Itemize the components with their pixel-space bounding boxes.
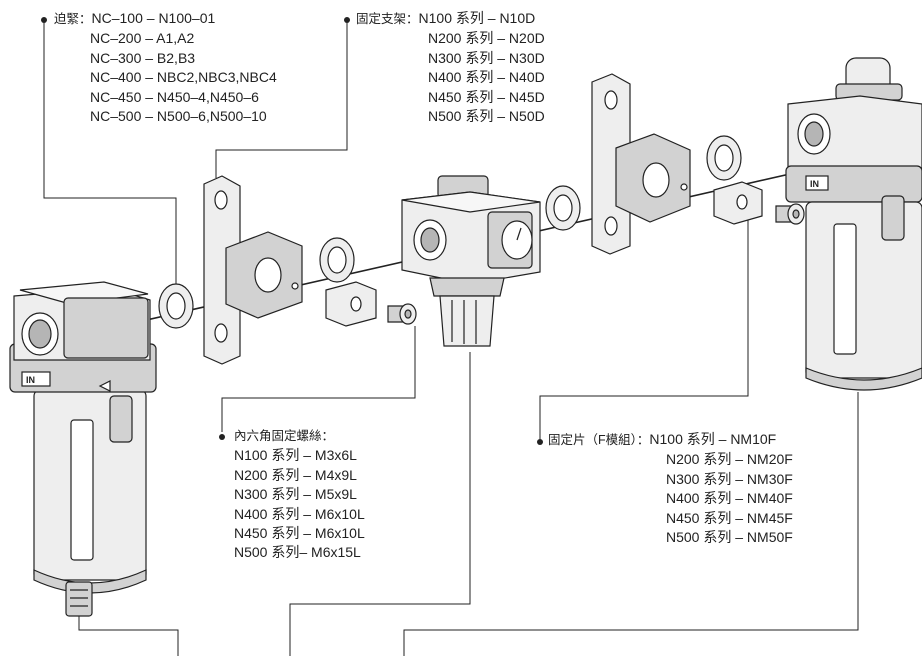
coupling-item-4: NC–450 – N450–4,N450–6 <box>90 88 259 105</box>
plate-item-3: N400 系列 – NM40F <box>666 490 793 507</box>
bracket-callout: 固定支架：N100 系列 – N10D N200 系列 – N20D N300 … <box>356 9 545 126</box>
coupling-item-3: NC–400 – NBC2,NBC3,NBC4 <box>90 69 277 86</box>
plate-item-5: N500 系列 – NM50F <box>666 529 793 546</box>
screw-item-1: N200 系列 – M4x9L <box>234 466 357 483</box>
inlet-label-right: IN <box>810 179 819 189</box>
plate-right <box>713 181 805 225</box>
coupling-item-0: NC–100 – N100–01 <box>91 10 216 26</box>
bracket-right <box>591 73 691 255</box>
plate-item-2: N300 系列 – NM30F <box>666 470 793 487</box>
bracket-item-4: N450 系列 – N45D <box>428 88 545 105</box>
coupling-item-1: NC–200 – A1,A2 <box>90 30 195 47</box>
inlet-label-left: IN <box>26 375 35 385</box>
plate-title: 固定片（F模組）： <box>548 433 650 447</box>
plate-item-4: N450 系列 – NM45F <box>666 509 793 526</box>
regulator-unit <box>401 175 541 347</box>
screw-callout: 內六角固定螺絲： N100 系列 – M3x6L N200 系列 – M4x9L… <box>234 427 365 563</box>
bracket-title: 固定支架： <box>356 12 419 26</box>
coupling-item-5: NC–500 – N500–6,N500–10 <box>90 108 267 125</box>
bracket-item-1: N200 系列 – N20D <box>428 30 545 47</box>
plate-item-0: N100 系列 – NM10F <box>649 431 777 447</box>
bracket-item-2: N300 系列 – N30D <box>428 49 545 66</box>
plate-left <box>325 281 417 327</box>
plate-item-1: N200 系列 – NM20F <box>666 451 793 468</box>
coupling-callout: 迫緊：NC–100 – N100–01 NC–200 – A1,A2 NC–30… <box>54 9 277 126</box>
bracket-left <box>203 175 303 365</box>
screw-title: 內六角固定螺絲： <box>234 429 335 443</box>
callout-dot-coupling <box>41 17 47 23</box>
screw-item-4: N450 系列 – M6x10L <box>234 525 365 542</box>
callout-dot-plate <box>537 439 543 445</box>
screw-item-0: N100 系列 – M3x6L <box>234 447 357 464</box>
screw-item-5: N500 系列– M6x15L <box>234 544 361 561</box>
inlet-marks: IN IN <box>26 179 819 385</box>
bracket-item-0: N100 系列 – N10D <box>418 10 536 26</box>
plate-callout: 固定片（F模組）：N100 系列 – NM10F N200 系列 – NM20F… <box>548 430 793 547</box>
bracket-item-5: N500 系列 – N50D <box>428 108 545 125</box>
callout-dot-screw <box>219 434 225 440</box>
lubricator-unit <box>785 57 922 391</box>
screw-item-2: N300 系列 – M5x9L <box>234 486 357 503</box>
coupling-title: 迫緊： <box>54 12 92 26</box>
screw-item-3: N400 系列 – M6x10L <box>234 505 365 522</box>
bracket-item-3: N400 系列 – N40D <box>428 69 545 86</box>
leader-lines <box>43 20 859 656</box>
callout-dot-bracket <box>344 17 350 23</box>
filter-unit <box>9 281 157 617</box>
coupling-item-2: NC–300 – B2,B3 <box>90 49 196 66</box>
seal-rings <box>158 135 742 329</box>
